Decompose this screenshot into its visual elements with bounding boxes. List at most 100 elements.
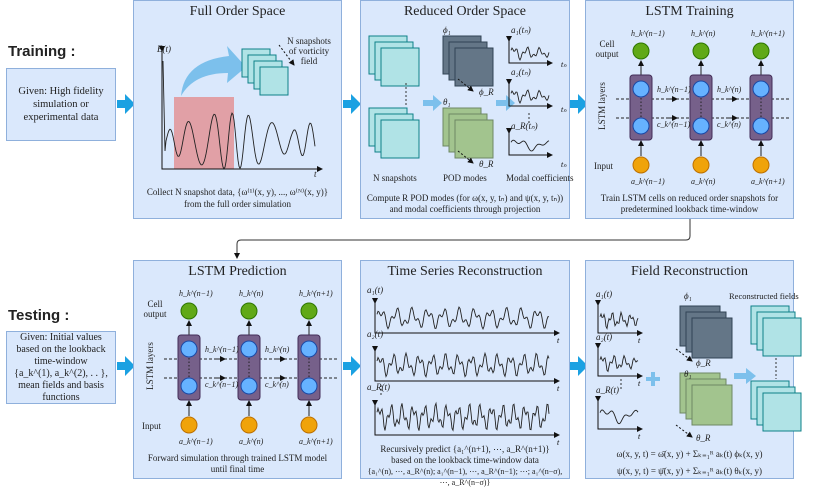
- hidden-state-label: h_k^(n): [265, 345, 290, 354]
- cell-state-label: c_k^(n): [717, 120, 741, 129]
- caption-line-1: Forward simulation through trained LSTM …: [147, 453, 328, 463]
- output-label: h_k^(n): [691, 29, 716, 38]
- phi-1-label: ϕ₁: [684, 291, 692, 301]
- x-axis-label: t: [314, 169, 317, 179]
- panel-title: LSTM Training: [645, 4, 734, 19]
- dashed-arrow: [675, 348, 693, 362]
- lstm-unit-node: [632, 80, 650, 98]
- dashed-arrow: [457, 78, 474, 92]
- series-r-label: a_R(t): [596, 385, 619, 395]
- phi-mode-square: [691, 317, 733, 359]
- input-node: [752, 156, 770, 174]
- plot-axes: [595, 300, 643, 336]
- testing-given-box: Given: Initial values based on the lookb…: [6, 331, 116, 404]
- plot-axes: [372, 400, 560, 438]
- lstm-unit-node: [240, 377, 258, 395]
- theta-r-label: θ_R: [479, 159, 494, 169]
- testing-label: Testing :: [8, 307, 70, 324]
- lstm-unit-node: [180, 377, 198, 395]
- y-axis-label: E(t): [157, 44, 171, 54]
- curved-arrow-icon: [181, 46, 246, 96]
- caption-line-2: and modal coefficients through projectio…: [389, 204, 541, 214]
- flow-arrow-icon: [343, 356, 361, 376]
- input-node: [180, 416, 198, 434]
- modal-coefficient-line: [599, 310, 639, 330]
- flow-arrow-icon: [117, 356, 135, 376]
- panel-title: Reduced Order Space: [403, 4, 527, 19]
- reconstructed-fields-label: Reconstructed fields: [729, 291, 799, 301]
- cell-output-node: [180, 302, 198, 320]
- plot-axes: [372, 346, 560, 384]
- series-2-label: a₂(t): [596, 332, 613, 342]
- lstm-unit-node: [300, 340, 318, 358]
- lstm-unit-node: [632, 117, 650, 135]
- caption-line-2: until final time: [210, 464, 265, 474]
- input-label: a_k^(n+1): [299, 437, 333, 446]
- snapshots-label: N snapshots: [373, 173, 417, 183]
- caption-line-3: {a₁^(n), ⋯, a_R^(n); a₁^(n−1), ⋯, a_R^(n…: [367, 467, 563, 487]
- phi-mode-square: [454, 47, 494, 87]
- input-row-label: Input: [142, 421, 161, 431]
- modal-coefficient-line: [510, 46, 550, 62]
- cell-output-label: Cell output: [143, 299, 167, 319]
- given-text: Given: Initial values based on the lookb…: [16, 331, 106, 367]
- t-axis-label: t: [638, 379, 641, 388]
- output-label: h_k^(n−1): [631, 29, 665, 38]
- panel-title: LSTM Prediction: [188, 264, 287, 279]
- energy-plot: [159, 44, 323, 172]
- cell-output-node: [300, 302, 318, 320]
- cell-output-node: [692, 42, 710, 60]
- lstm-layers-label: LSTM layers: [596, 82, 607, 130]
- series-2-label: a₂(t): [367, 329, 384, 339]
- panel-title: Time Series Reconstruction: [387, 264, 543, 279]
- lstm-layers-label: LSTM layers: [144, 342, 155, 390]
- t-axis-label: t: [557, 438, 560, 447]
- cell-output-node: [240, 302, 258, 320]
- input-node: [692, 156, 710, 174]
- caption-line-2: based on the lookback time-window data: [391, 455, 539, 465]
- output-label: h_k^(n+1): [751, 29, 785, 38]
- flow-arrow-icon: [117, 94, 135, 114]
- lstm-unit-node: [180, 340, 198, 358]
- cell-output-node: [752, 42, 770, 60]
- snapshot-square: [380, 119, 420, 159]
- caption-line-1: Compute R POD modes (for ω(x, y, tₙ) and…: [366, 193, 564, 203]
- input-label: a_k^(n): [239, 437, 264, 446]
- coef-1-label: a₁(tₙ): [511, 25, 531, 35]
- t-axis-label: t: [557, 384, 560, 393]
- series-r-label: a_R(t): [367, 382, 390, 392]
- training-given-box: Given: High fidelity simulation or exper…: [6, 68, 116, 141]
- dashed-arrow: [278, 44, 295, 66]
- omega-equation: ω(x, y, t) = ω̄(x, y) + Σₖ₌₁ᴿ aₖ(t) ϕₖ(x…: [616, 449, 763, 459]
- modal-coefficients-label: Modal coefficients: [506, 173, 574, 183]
- caption-line-2: from the full order simulation: [184, 199, 291, 209]
- input-node: [240, 416, 258, 434]
- snapshots-note: N snapshots of vorticity field: [287, 36, 331, 66]
- caption-line-1: Collect N snapshot data, {ω⁽¹⁾(x, y), ..…: [146, 187, 329, 197]
- t-axis-label: t: [557, 336, 560, 345]
- training-label: Training :: [8, 43, 76, 60]
- caption-line-1: Train LSTM cells on reduced order snapsh…: [600, 193, 779, 203]
- snapshot-square: [259, 66, 289, 96]
- lstm-cell-diagram: [616, 42, 791, 174]
- flow-arrow-icon: [734, 368, 756, 384]
- panel-title: Field Reconstruction: [630, 264, 749, 279]
- dashed-arrow: [675, 424, 693, 438]
- dashed-arrow: [457, 150, 474, 164]
- full-order-space-panel: Full Order Space E(t) t N snapshots of v…: [133, 0, 342, 219]
- flow-arrow-icon: [570, 94, 588, 114]
- series-1-label: a₁(t): [367, 285, 384, 295]
- lstm-unit-node: [752, 80, 770, 98]
- t-axis-label: t: [638, 336, 641, 345]
- field-diagram: ttt: [595, 300, 802, 441]
- pod-modes-label: POD modes: [443, 173, 487, 183]
- lstm-unit-node: [752, 117, 770, 135]
- energy-signal-line: [162, 60, 316, 170]
- theta-1-label: θ₁: [684, 369, 692, 379]
- plot-axes: [595, 396, 643, 432]
- hidden-state-label: h_k^(n−1): [657, 85, 691, 94]
